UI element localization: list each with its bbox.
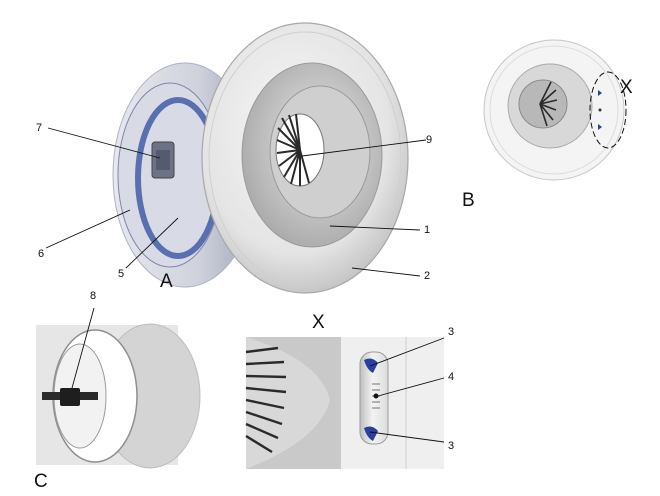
clip-x-bottom <box>364 426 378 441</box>
vanes-b <box>539 81 558 127</box>
leader-3-bottom <box>369 431 445 443</box>
callout-3-top: 3 <box>448 326 454 338</box>
adjust-knob <box>60 388 80 406</box>
view-a-drawing <box>112 22 409 294</box>
callout-1: 1 <box>424 224 430 236</box>
leader-4 <box>377 377 445 397</box>
leader-5 <box>125 217 179 269</box>
view-label-a: A <box>160 271 173 292</box>
callout-8: 8 <box>90 290 96 302</box>
callout-6: 6 <box>38 248 44 260</box>
vanes-x <box>245 346 287 454</box>
leader-9 <box>301 139 427 157</box>
callout-7: 7 <box>36 122 42 134</box>
callout-labels: 7 9 1 2 6 5 8 3 4 3 <box>36 122 454 452</box>
swirl-vanes <box>276 113 310 186</box>
callout-4: 4 <box>448 371 454 383</box>
adjuster-slot <box>359 351 389 445</box>
view-c-drawing <box>36 307 201 469</box>
front-rim-b <box>489 45 619 175</box>
callout-9: 9 <box>426 134 432 146</box>
throat-curve-x <box>246 337 330 469</box>
scale-pointer-x <box>373 393 379 399</box>
view-label-x: X <box>312 312 325 333</box>
view-label-b: B <box>462 190 475 211</box>
clip-b-top <box>598 90 602 96</box>
view-b-drawing <box>483 39 627 181</box>
callout-3-bottom: 3 <box>448 440 454 452</box>
flange-rim <box>208 31 402 285</box>
leader-8 <box>71 307 95 389</box>
view-labels: A B C X X <box>34 77 633 492</box>
callout-5: 5 <box>118 268 124 280</box>
detail-x-marker-ring <box>589 71 627 149</box>
leader-6 <box>45 209 131 249</box>
damper-nut-face <box>156 150 170 170</box>
leader-1 <box>329 225 421 231</box>
leader-2 <box>351 267 421 277</box>
scale-b <box>598 108 602 112</box>
view-label-c: C <box>34 471 48 492</box>
callout-2: 2 <box>424 270 430 282</box>
view-a-leaders <box>45 127 427 277</box>
detail-marker-x: X <box>620 77 633 98</box>
clip-b-bottom <box>598 124 602 130</box>
leader-3-top <box>369 337 445 367</box>
leader-7 <box>47 127 161 159</box>
view-x-drawing <box>245 337 445 469</box>
